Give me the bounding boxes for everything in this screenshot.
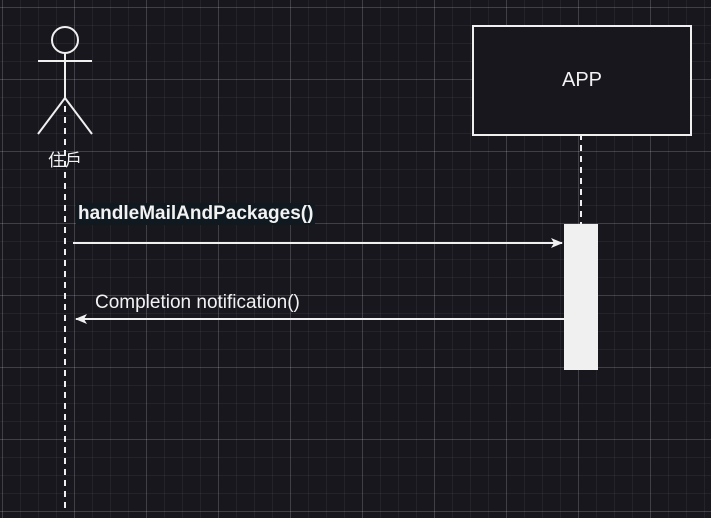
actor-figure-icon[interactable] (37, 26, 93, 135)
actor-label[interactable]: 住戶 (48, 151, 82, 171)
participant-app-box[interactable]: APP (472, 25, 692, 136)
participant-app-label: APP (561, 69, 603, 91)
activation-bar[interactable] (564, 224, 598, 370)
call-message-label[interactable]: handleMailAndPackages() (76, 203, 316, 225)
return-message-label[interactable]: Completion notification() (95, 292, 300, 313)
